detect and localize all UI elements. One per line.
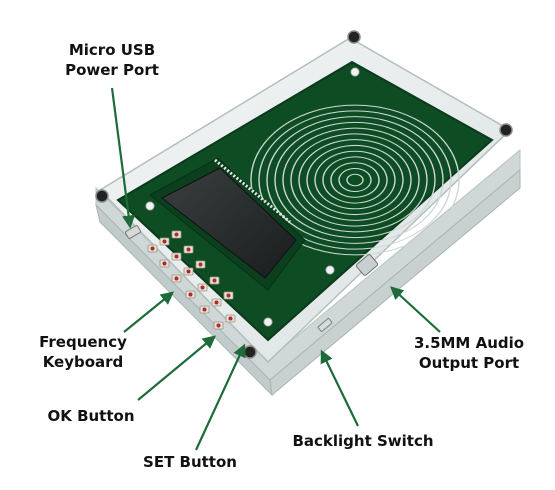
lcd-header-pins bbox=[214, 158, 291, 224]
label-set-button: SET Button bbox=[143, 453, 237, 471]
label-micro-usb-line1: Micro USB bbox=[68, 41, 156, 59]
label-micro-usb: Micro USB Power Port bbox=[52, 40, 172, 80]
lcd-screen bbox=[161, 167, 297, 279]
backlight-switch bbox=[317, 318, 333, 332]
label-audio-line1: 3.5MM Audio bbox=[413, 334, 525, 352]
label-frequency-keyboard: Frequency Keyboard bbox=[18, 332, 148, 372]
arrow-set-button bbox=[195, 343, 246, 451]
arrow-frequency-keyboard bbox=[123, 291, 175, 333]
label-frequency-line1: Frequency bbox=[39, 333, 127, 351]
spiral-coil bbox=[250, 104, 460, 256]
arrow-audio-port bbox=[390, 286, 441, 333]
frequency-keypad bbox=[147, 230, 236, 330]
arrow-backlight-switch bbox=[320, 349, 359, 427]
acrylic-case-right bbox=[269, 168, 521, 396]
label-audio-line2: Output Port bbox=[418, 354, 520, 372]
board-standoffs bbox=[145, 67, 360, 327]
audio-jack bbox=[355, 254, 379, 276]
corner-screws bbox=[95, 30, 513, 359]
arrow-ok-button bbox=[137, 335, 217, 401]
label-audio-port: 3.5MM Audio Output Port bbox=[404, 333, 534, 373]
label-backlight-switch: Backlight Switch bbox=[292, 432, 434, 450]
arrow-micro-usb bbox=[110, 87, 136, 229]
label-micro-usb-line2: Power Port bbox=[65, 61, 159, 79]
callout-arrows bbox=[110, 87, 441, 451]
label-frequency-line2: Keyboard bbox=[42, 353, 124, 371]
label-ok-button: OK Button bbox=[47, 407, 135, 425]
